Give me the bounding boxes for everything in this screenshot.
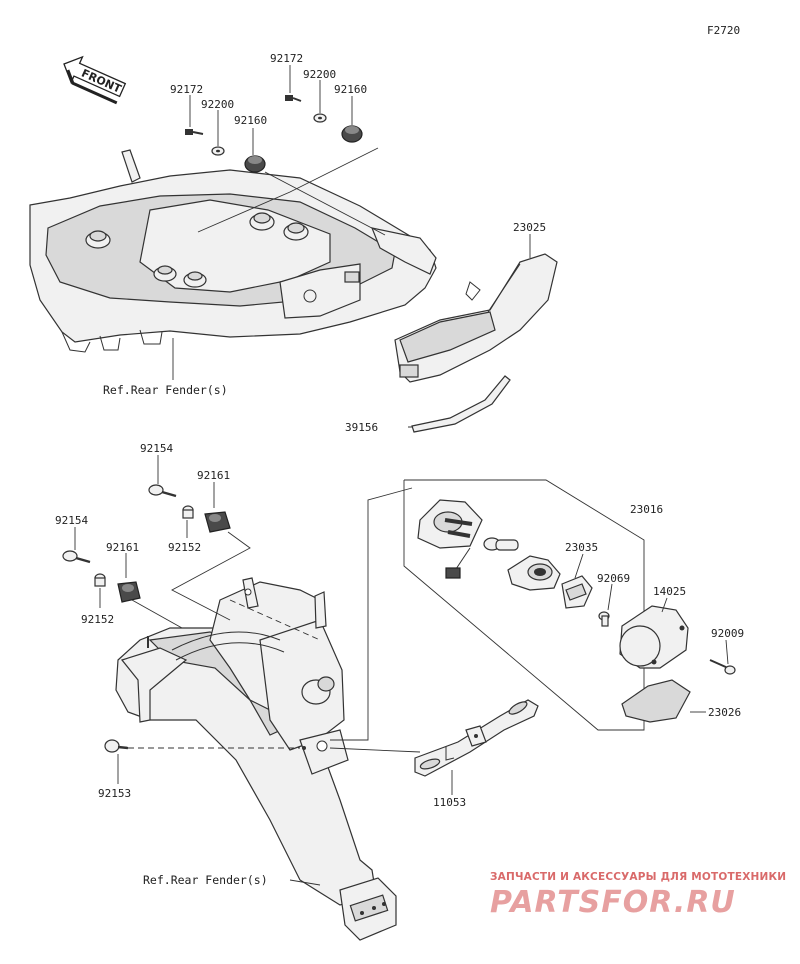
collar-92152-b xyxy=(94,573,106,587)
callout-92172-a: 92172 xyxy=(170,83,203,96)
license-light-group-frame xyxy=(403,479,645,731)
lens-strip-39156 xyxy=(411,375,511,433)
callout-92154-b: 92154 xyxy=(55,514,88,527)
bulb xyxy=(483,537,519,551)
callout-92161-b: 92161 xyxy=(106,541,139,554)
callout-92009: 92009 xyxy=(711,627,744,640)
front-label: FRONT xyxy=(79,67,123,96)
callout-14025: 14025 xyxy=(653,585,686,598)
housing-base xyxy=(417,499,483,549)
grommet-92161-a xyxy=(204,511,231,533)
screw-92154-a xyxy=(148,484,177,498)
leaders-license-light xyxy=(574,553,729,713)
callouts-bottom-left: 92154 92161 92152 92154 92161 92152 9215… xyxy=(55,442,466,887)
callout-92200-b: 92200 xyxy=(303,68,336,81)
watermark-tagline: ЗАПЧАСТИ И АКСЕССУАРЫ ДЛЯ МОТОТЕХНИКИ xyxy=(490,871,786,883)
connector xyxy=(445,547,471,579)
screw-92009 xyxy=(709,659,736,675)
watermark: ЗАПЧАСТИ И АКСЕССУАРЫ ДЛЯ МОТОТЕХНИКИ PA… xyxy=(490,871,786,920)
screw-92172-b xyxy=(285,95,302,102)
front-arrow-icon: FRONT xyxy=(63,55,127,105)
callout-92200-a: 92200 xyxy=(201,98,234,111)
collar-92152-a xyxy=(182,505,194,519)
screw-92172-a xyxy=(185,129,204,135)
tail-light-23025 xyxy=(394,253,558,383)
rear-fender-assembly xyxy=(115,577,397,941)
callout-23025: 23025 xyxy=(513,221,546,234)
callout-92160-a: 92160 xyxy=(234,114,267,127)
callout-92154-a: 92154 xyxy=(140,442,173,455)
callout-92152-a: 92152 xyxy=(168,541,201,554)
callouts-license-light: 23016 23035 92069 14025 92009 23026 xyxy=(565,503,744,719)
callout-11053: 11053 xyxy=(433,796,466,809)
ref-rear-fender-bottom: Ref.Rear Fender(s) xyxy=(143,873,268,887)
screw-92069 xyxy=(598,611,610,627)
grommet-92160-b xyxy=(341,125,363,143)
callout-23016: 23016 xyxy=(630,503,663,516)
callout-92161-a: 92161 xyxy=(197,469,230,482)
watermark-brand: PARTSFOR.RU xyxy=(490,885,736,920)
socket xyxy=(507,555,561,591)
screw-92153 xyxy=(104,739,129,753)
callout-39156: 39156 xyxy=(345,421,378,434)
bracket-11053 xyxy=(414,699,539,777)
callout-92172-b: 92172 xyxy=(270,52,303,65)
clip-23035 xyxy=(561,575,593,609)
callout-92069: 92069 xyxy=(597,572,630,585)
washer-92200-a xyxy=(211,146,225,156)
grommet-92161-b xyxy=(117,581,141,603)
leaders-bottom-left xyxy=(74,455,453,886)
cover-23026 xyxy=(621,679,691,723)
callout-23026: 23026 xyxy=(708,706,741,719)
washer-92200-b xyxy=(313,113,327,123)
callout-23035: 23035 xyxy=(565,541,598,554)
grommet-92160-a xyxy=(244,155,266,173)
callout-92153: 92153 xyxy=(98,787,131,800)
seat-cowl-assembly xyxy=(29,149,437,353)
callout-92160-b: 92160 xyxy=(334,83,367,96)
callout-92152-b: 92152 xyxy=(81,613,114,626)
figure-code: F2720 xyxy=(707,24,740,37)
callouts-top: 92172 92200 92160 92172 92200 92160 2302… xyxy=(103,52,546,434)
lens-14025 xyxy=(619,605,689,669)
ref-rear-fender-top: Ref.Rear Fender(s) xyxy=(103,383,228,397)
screw-92154-b xyxy=(62,550,91,564)
